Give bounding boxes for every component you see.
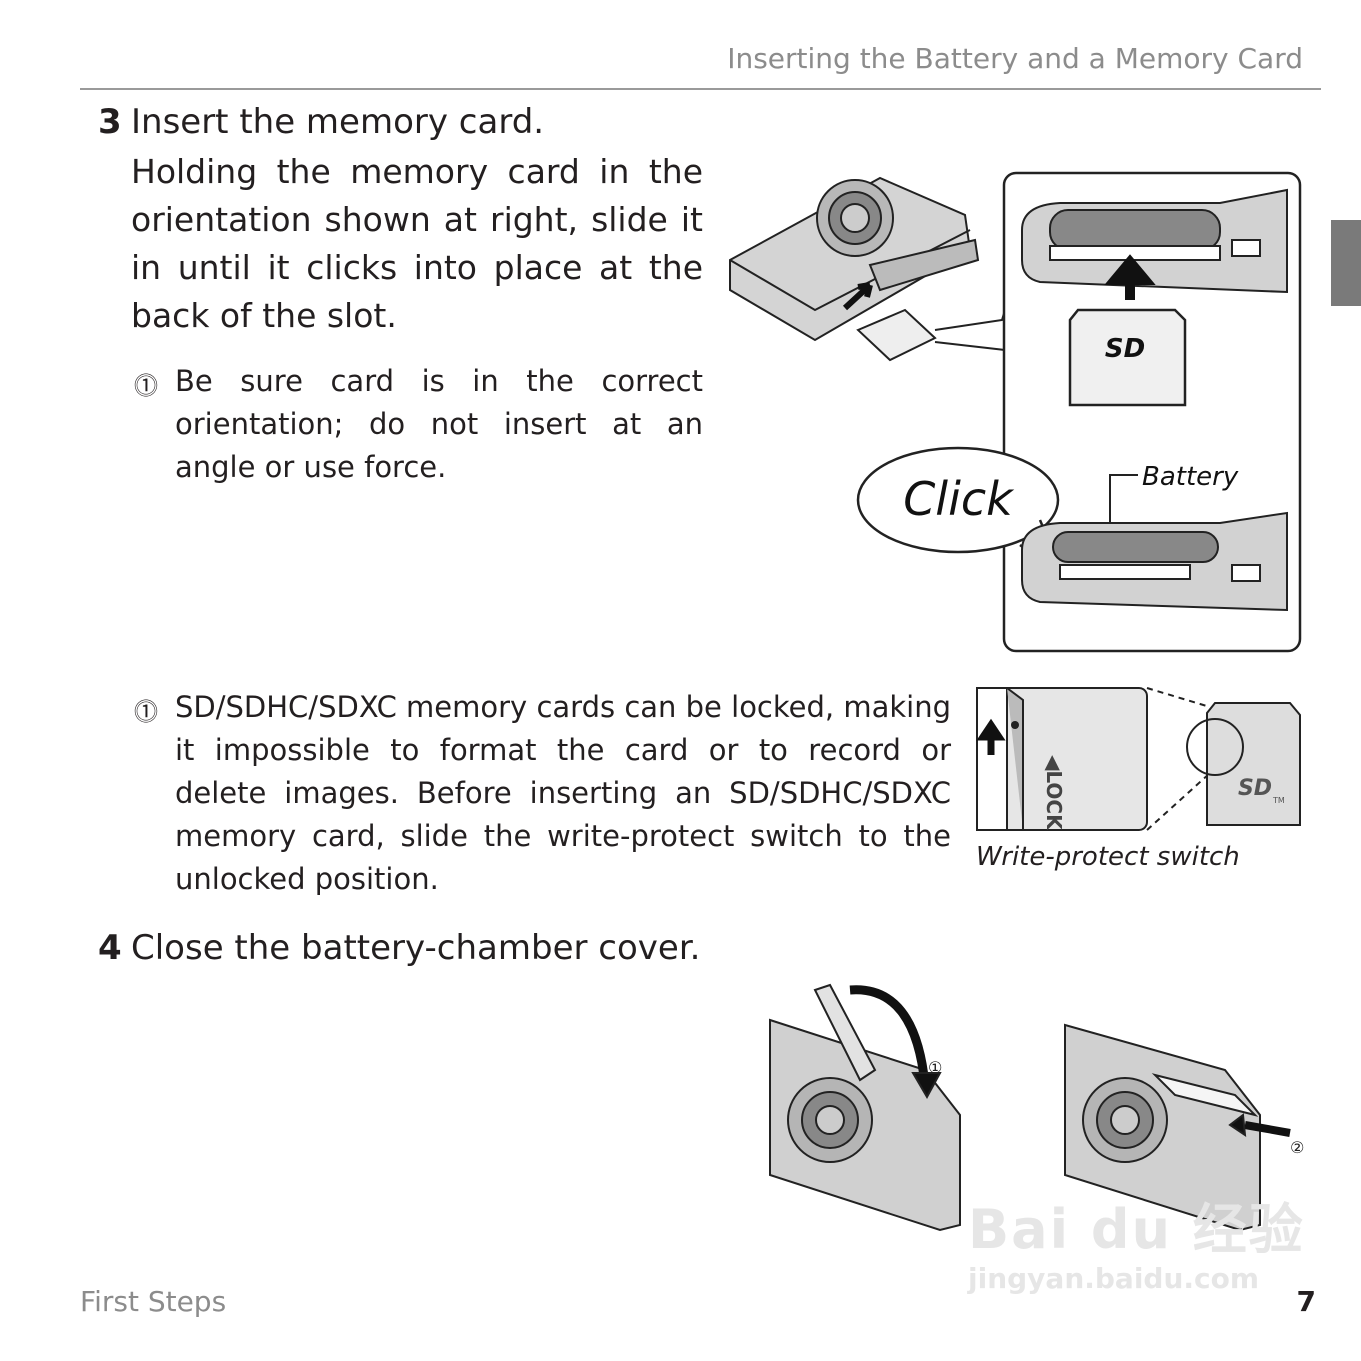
step-3-number: 3: [98, 102, 122, 142]
small-sd-card-icon: [856, 308, 937, 362]
sd-card-icon: SD: [1068, 308, 1187, 407]
svg-text:TM: TM: [1272, 796, 1285, 805]
svg-text:SD: SD: [1238, 776, 1272, 801]
unlock-arrow-icon: [976, 718, 1006, 755]
running-header: Inserting the Battery and a Memory Card: [727, 42, 1303, 75]
header-rule: [80, 88, 1321, 90]
step-4-heading: Close the battery-chamber cover.: [131, 928, 701, 968]
caution-icon: ⓵: [134, 372, 158, 400]
step-3-body: Holding the memory card in the orientati…: [131, 152, 703, 335]
close-cover-illustration: ① ②: [769, 983, 1304, 1232]
watermark-logo: Bai du 经验: [968, 1198, 1305, 1261]
sd-logo: SD: [1105, 334, 1145, 364]
page-number: 7: [1296, 1285, 1316, 1318]
step-4-number: 4: [98, 928, 122, 968]
step-3-note-orientation: Be sure card is in the correct orientati…: [175, 364, 703, 484]
footer-section: First Steps: [80, 1285, 227, 1318]
write-protect-illustration: ◀LOCK SD TM: [976, 687, 1301, 831]
marker-2: ②: [1290, 1138, 1304, 1157]
card-insert-illustration: SD Click Battery: [729, 171, 1302, 653]
camera-open-icon: [729, 176, 980, 342]
marker-1: ①: [928, 1058, 942, 1077]
step-3-heading: Insert the memory card.: [131, 102, 545, 142]
click-label: Click: [903, 472, 1015, 526]
lock-label: ◀LOCK: [1042, 755, 1066, 831]
step-3-note-write-protect: SD/SDHC/SDXC memory cards can be locked,…: [175, 690, 951, 896]
sd-card-small-icon: SD TM: [1206, 702, 1301, 826]
watermark-url: jingyan.baidu.com: [968, 1262, 1260, 1295]
camera-closed-icon: [1064, 1023, 1291, 1232]
chapter-tab: [1331, 220, 1361, 306]
battery-label: Battery: [1142, 462, 1239, 492]
camera-closing-icon: [769, 983, 961, 1232]
insert-arrow-icon: [842, 282, 873, 311]
card-slot-lower: [1021, 511, 1288, 612]
card-slot-upper: [1021, 188, 1288, 294]
write-protect-caption: Write-protect switch: [976, 842, 1240, 872]
up-arrow-icon: [1104, 254, 1156, 300]
caution-icon: ⓵: [134, 698, 158, 726]
